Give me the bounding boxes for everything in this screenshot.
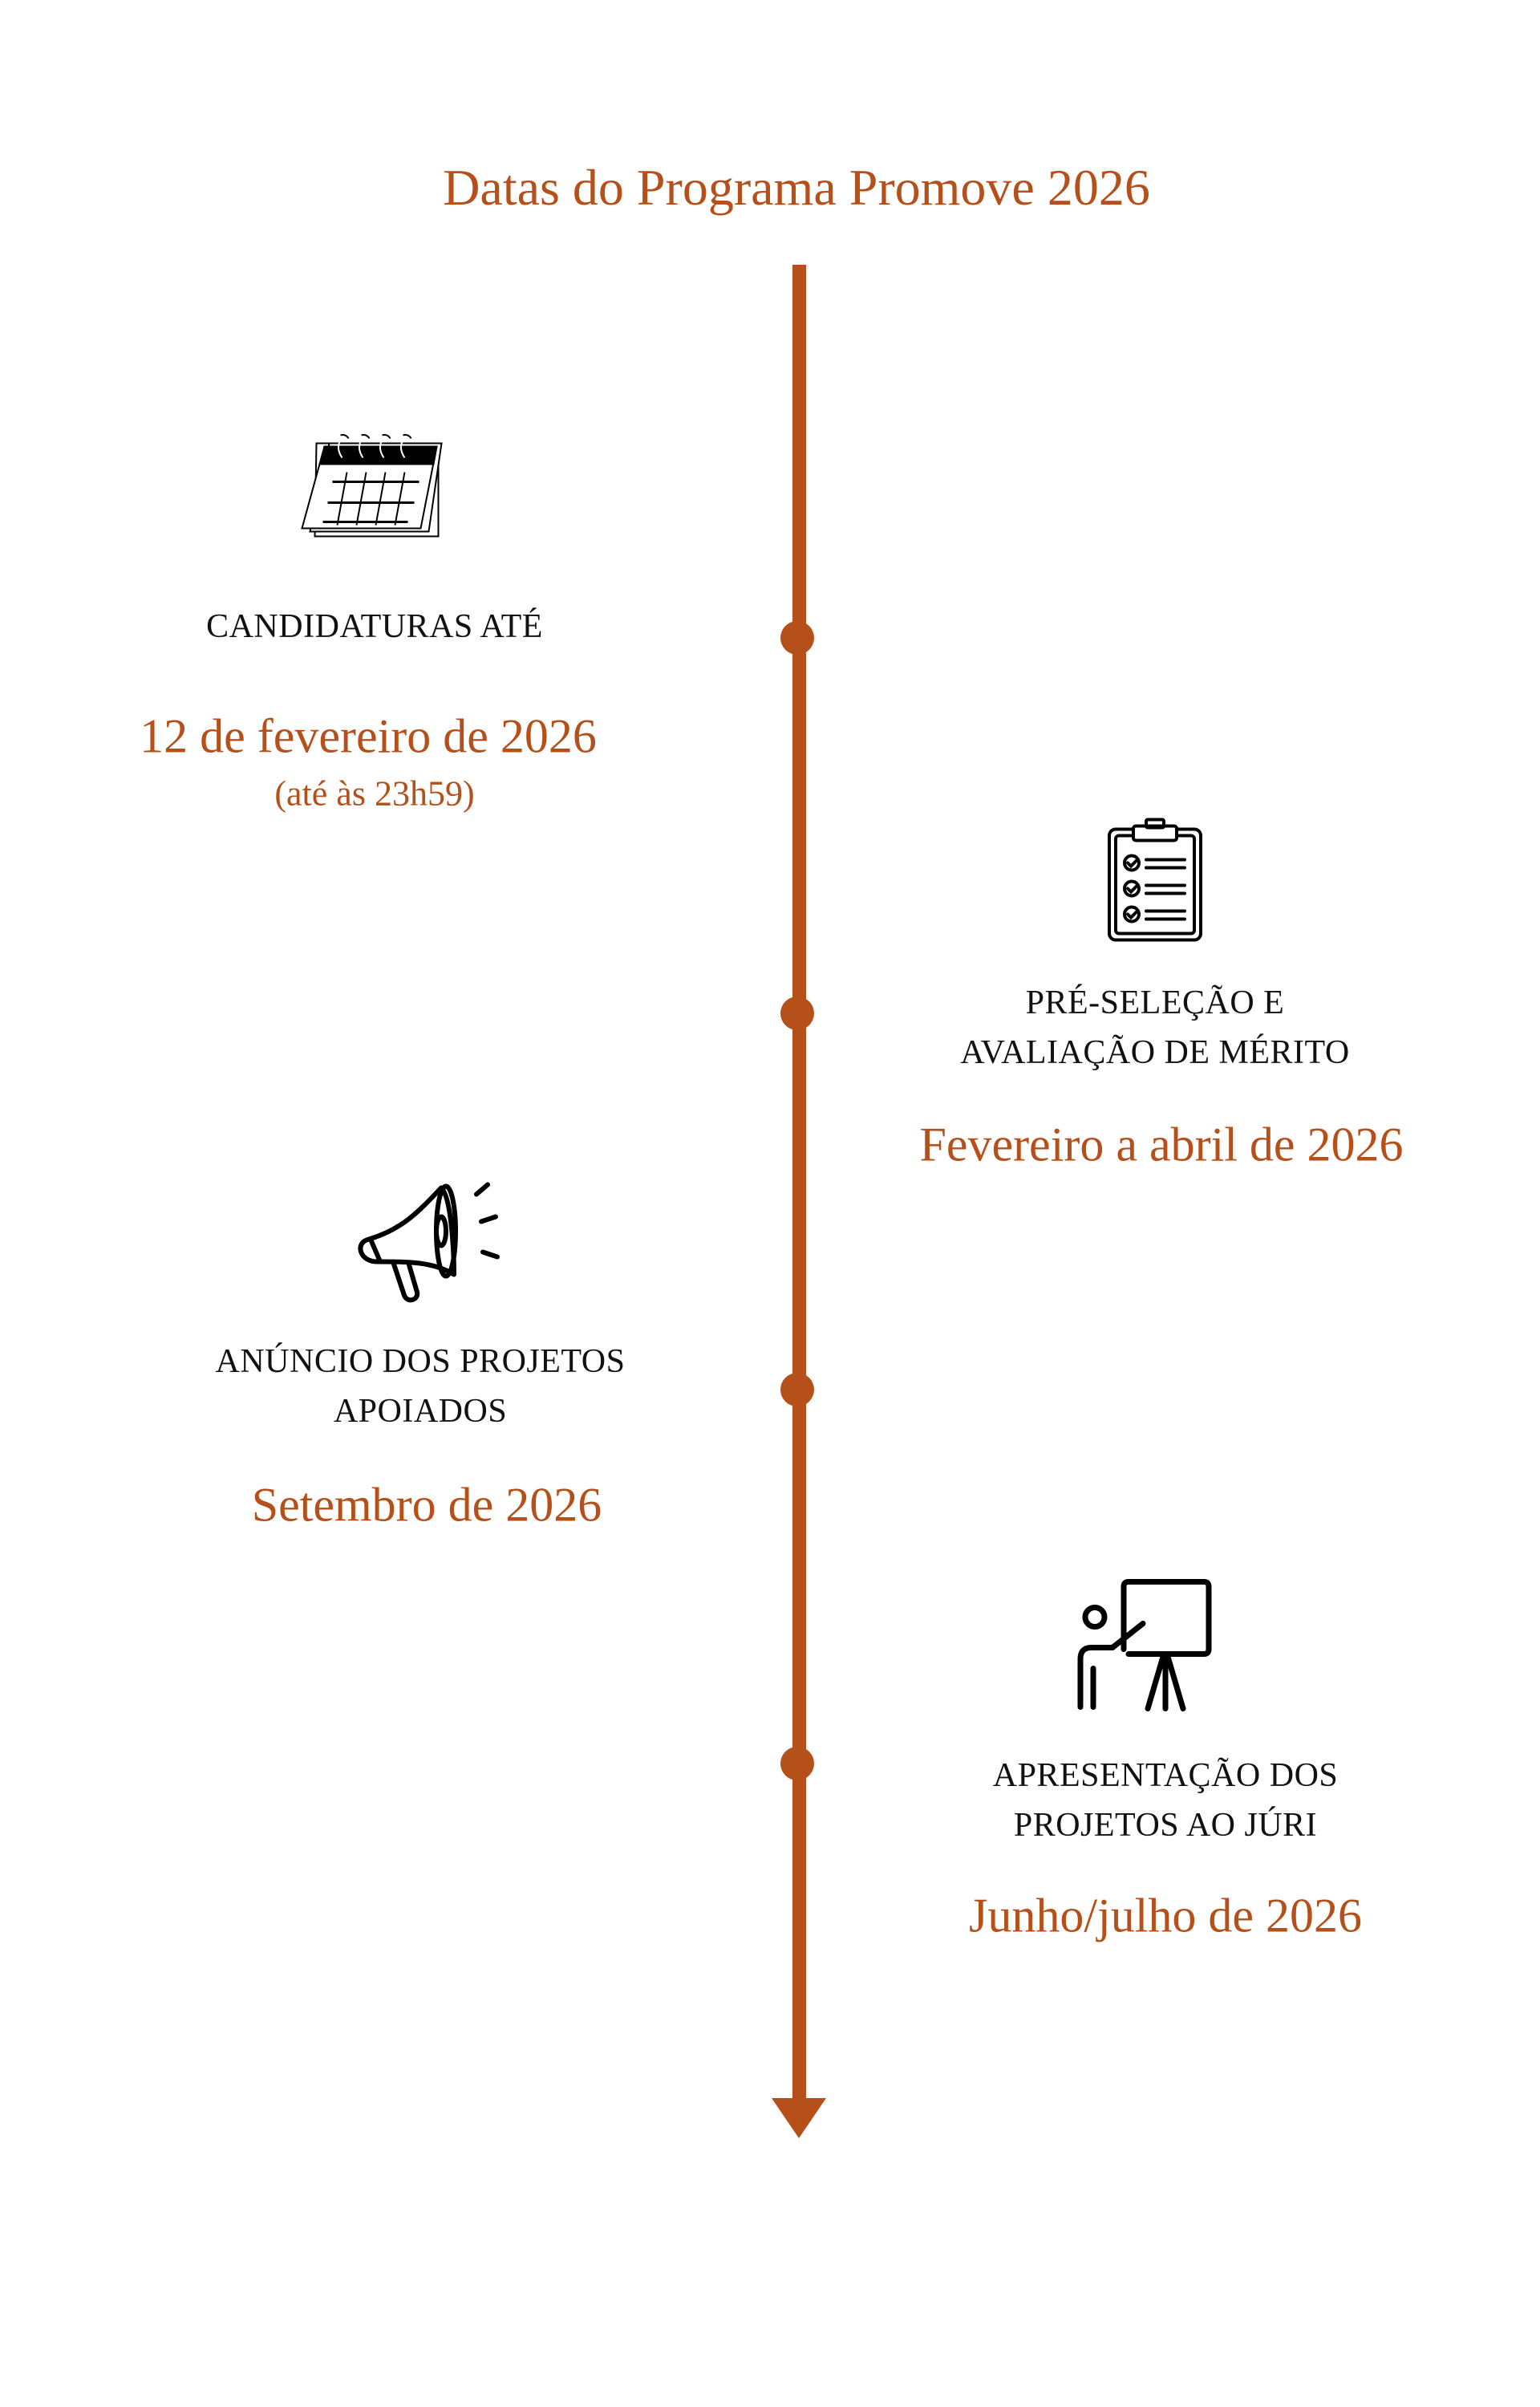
milestone-2-label-line-2: AVALIAÇÃO DE MÉRITO bbox=[960, 1034, 1350, 1071]
milestone-4-label-line-2: PROJETOS AO JÚRI bbox=[1013, 1807, 1318, 1844]
megaphone-icon bbox=[353, 1182, 510, 1314]
timeline-line bbox=[792, 265, 806, 2118]
milestone-2-label-line-1: PRÉ-SELEÇÃO E bbox=[1025, 984, 1285, 1021]
calendar-icon bbox=[301, 432, 449, 549]
milestone-1-label: CANDIDATURAS ATÉ bbox=[206, 608, 543, 645]
presenter-board-icon bbox=[1076, 1579, 1214, 1718]
page-title: Datas do Programa Promove 2026 bbox=[443, 159, 1150, 216]
timeline-dot-4 bbox=[780, 1747, 814, 1780]
milestone-3-label-line-2: APOIADOS bbox=[333, 1393, 508, 1430]
milestone-3-date: Setembro de 2026 bbox=[251, 1478, 602, 1532]
milestone-2-date: Fevereiro a abril de 2026 bbox=[919, 1118, 1404, 1171]
milestone-3-label: ANÚNCIO DOS PROJETOS APOIADOS bbox=[216, 1337, 626, 1436]
clipboard-checklist-icon bbox=[1106, 818, 1204, 948]
milestone-1-note: (até às 23h59) bbox=[274, 773, 475, 814]
timeline-dot-1 bbox=[780, 621, 814, 655]
milestone-4-label-line-1: APRESENTAÇÃO DOS bbox=[992, 1757, 1339, 1794]
milestone-2-label: PRÉ-SELEÇÃO E AVALIAÇÃO DE MÉRITO bbox=[960, 978, 1350, 1078]
milestone-4-date: Junho/julho de 2026 bbox=[969, 1889, 1362, 1942]
milestone-1-date: 12 de fevereiro de 2026 bbox=[140, 709, 597, 763]
timeline-arrow-icon bbox=[772, 2098, 826, 2138]
timeline-dot-3 bbox=[780, 1373, 814, 1406]
milestone-3-label-line-1: ANÚNCIO DOS PROJETOS bbox=[215, 1343, 626, 1380]
timeline-dot-2 bbox=[780, 996, 814, 1030]
milestone-4-label: APRESENTAÇÃO DOS PROJETOS AO JÚRI bbox=[993, 1751, 1339, 1850]
